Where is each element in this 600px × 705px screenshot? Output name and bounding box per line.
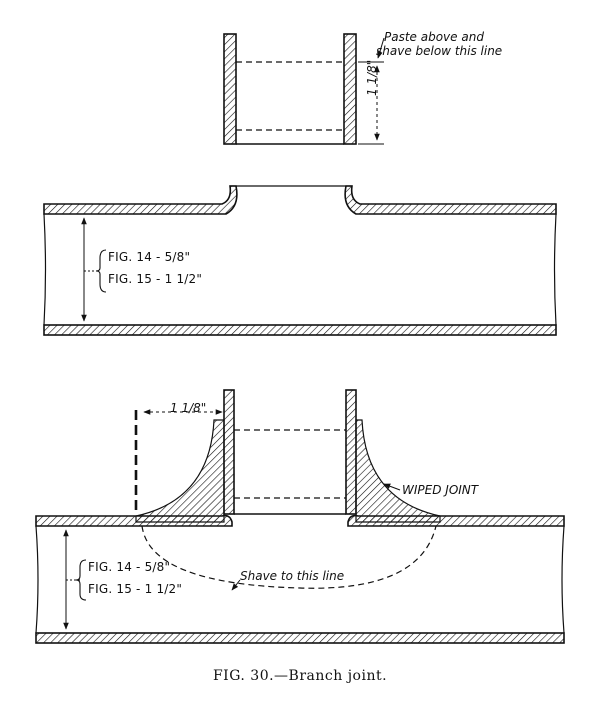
finished-joint-bottom — [35, 389, 565, 644]
figure-caption: FIG. 30.—Branch joint. — [212, 668, 388, 684]
shave-line-label: Shave to this line — [240, 569, 345, 583]
main-pipe-middle — [43, 185, 557, 336]
wiped-joint-label: WIPED JOINT — [402, 483, 479, 497]
paste-note-line1: Paste above and — [384, 30, 484, 44]
fig14-ref-bottom: FIG. 14 - 5/8" — [88, 560, 171, 574]
bottom-dimension-label: 1 1/8" — [170, 401, 207, 415]
top-dimension-label: 1 1/8" — [365, 59, 379, 96]
branch-piece-top — [223, 33, 385, 145]
fig15-ref-middle: FIG. 15 - 1 1/2" — [108, 272, 203, 286]
fig14-ref-middle: FIG. 14 - 5/8" — [108, 250, 191, 264]
paste-note-line2: shave below this line — [376, 44, 503, 58]
fig15-ref-bottom: FIG. 15 - 1 1/2" — [88, 582, 183, 596]
